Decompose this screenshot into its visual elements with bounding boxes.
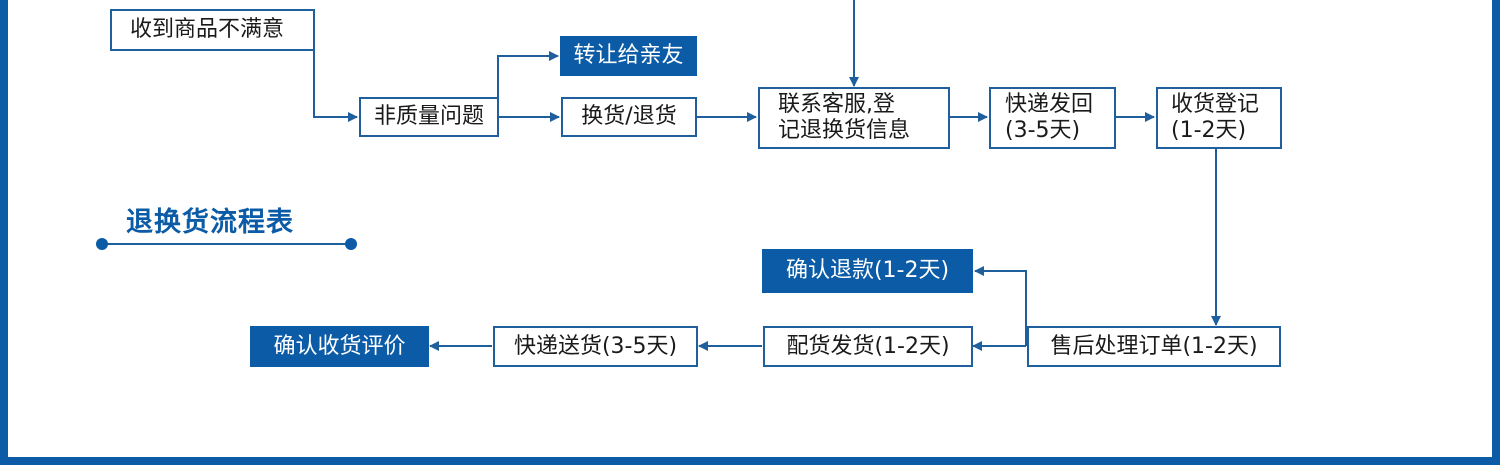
node-ship-goods: 配货发货(1-2天) bbox=[763, 326, 973, 367]
connector-to-refund bbox=[974, 266, 1027, 346]
connector-to-transfer bbox=[497, 51, 559, 117]
node-exchange-return-label: 换货/退货 bbox=[581, 104, 677, 129]
connector-dissatisfied-to-nonquality bbox=[313, 50, 358, 122]
node-after-sales-order: 售后处理订单(1-2天) bbox=[1027, 326, 1281, 367]
node-express-delivery: 快递送货(3-5天) bbox=[493, 326, 698, 367]
node-receipt-register-line2: (1-2天) bbox=[1171, 118, 1247, 143]
node-after-sales-order-label: 售后处理订单(1-2天) bbox=[1050, 333, 1258, 359]
node-ship-goods-label: 配货发货(1-2天) bbox=[786, 333, 950, 359]
node-transfer: 转让给亲友 bbox=[560, 36, 697, 76]
node-contact-service-line1: 联系客服,登 bbox=[778, 92, 895, 117]
node-express-return-line2: (3-5天) bbox=[1005, 118, 1081, 143]
node-dissatisfied-label: 收到商品不满意 bbox=[130, 17, 285, 42]
node-express-return: 快递发回 (3-5天) bbox=[989, 87, 1116, 149]
node-contact-service-line2: 记退换货信息 bbox=[778, 118, 911, 143]
node-confirm-refund-label: 确认退款(1-2天) bbox=[785, 258, 950, 283]
node-contact-service: 联系客服,登 记退换货信息 bbox=[758, 87, 950, 149]
node-dissatisfied: 收到商品不满意 bbox=[110, 9, 315, 51]
node-express-delivery-label: 快递送货(3-5天) bbox=[513, 333, 678, 359]
legend-dot-left bbox=[96, 238, 108, 250]
node-non-quality-label: 非质量问题 bbox=[373, 104, 484, 129]
node-non-quality: 非质量问题 bbox=[359, 97, 499, 137]
node-receipt-register: 收货登记 (1-2天) bbox=[1156, 87, 1282, 149]
legend-title: 退换货流程表 bbox=[126, 207, 294, 238]
node-express-return-line1: 快递发回 bbox=[1005, 92, 1094, 117]
node-exchange-return: 换货/退货 bbox=[561, 97, 697, 137]
node-confirm-receipt-label: 确认收货评价 bbox=[273, 333, 406, 359]
node-confirm-receipt: 确认收货评价 bbox=[250, 326, 429, 367]
legend-dot-right bbox=[345, 238, 357, 250]
node-transfer-label: 转让给亲友 bbox=[573, 43, 684, 68]
node-receipt-register-line1: 收货登记 bbox=[1171, 92, 1260, 117]
node-confirm-refund: 确认退款(1-2天) bbox=[762, 249, 973, 293]
